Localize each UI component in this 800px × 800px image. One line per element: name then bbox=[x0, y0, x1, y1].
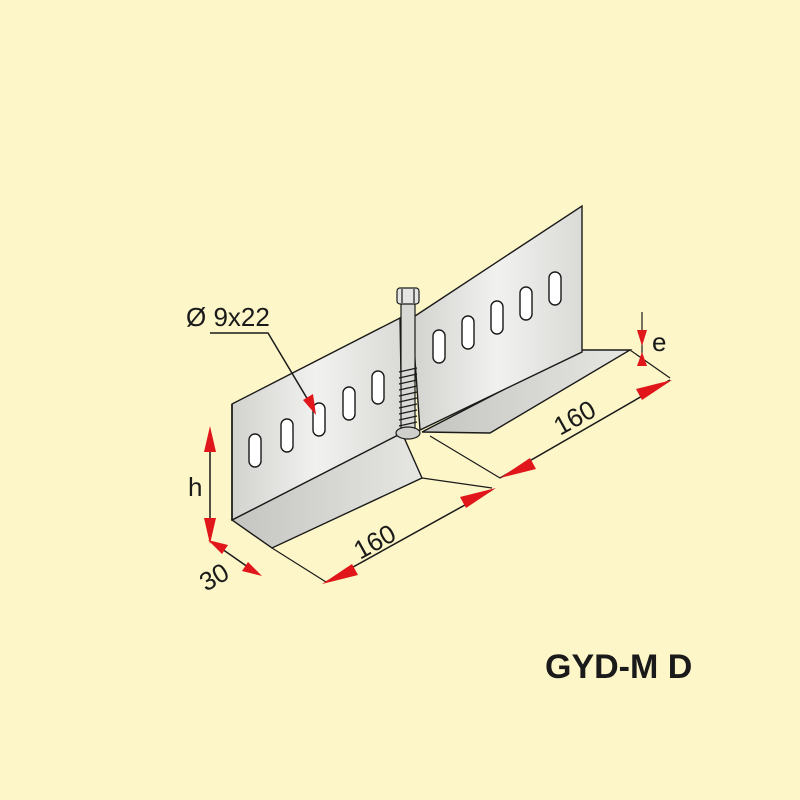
bolt-head bbox=[396, 287, 420, 305]
right-length-label: 160 bbox=[548, 394, 600, 441]
thickness-dimension: e bbox=[637, 312, 666, 366]
slot-hole bbox=[519, 286, 533, 321]
height-label: h bbox=[188, 472, 202, 502]
arrow-head bbox=[460, 488, 496, 508]
arrow-head bbox=[303, 394, 316, 415]
arrow-head bbox=[208, 540, 228, 554]
bolt-nut bbox=[395, 426, 421, 440]
hole-dimension: Ø 9x22 bbox=[186, 302, 316, 415]
slot-hole bbox=[280, 418, 294, 453]
left-length-label: 160 bbox=[348, 518, 400, 565]
slot-hole bbox=[248, 433, 262, 468]
product-code: GYD-M D bbox=[545, 648, 692, 686]
hole-label: Ø 9x22 bbox=[186, 302, 270, 332]
bolt bbox=[395, 287, 421, 440]
slot-hole bbox=[371, 370, 385, 405]
slot-hole bbox=[490, 300, 504, 335]
arrow-head bbox=[637, 330, 647, 346]
slot-hole bbox=[461, 315, 475, 350]
arrow-head bbox=[204, 426, 216, 452]
arrow-head bbox=[204, 518, 216, 544]
base-width-dimension: 30 bbox=[194, 540, 262, 597]
bolt-shank bbox=[400, 301, 416, 435]
right-slots bbox=[432, 271, 562, 364]
arrow-head bbox=[636, 380, 672, 400]
arrow-head bbox=[500, 458, 536, 478]
arrow-head bbox=[242, 562, 262, 576]
bolt-thread bbox=[398, 367, 418, 427]
arrow-head bbox=[322, 564, 358, 584]
slot-hole bbox=[432, 329, 446, 364]
left-slots bbox=[248, 370, 385, 468]
thickness-label: e bbox=[652, 327, 666, 357]
slot-hole bbox=[312, 402, 326, 437]
height-dimension: h bbox=[188, 426, 216, 544]
bracket-left-piece bbox=[230, 316, 423, 549]
base-width-label: 30 bbox=[194, 557, 234, 597]
bracket-right-piece bbox=[411, 204, 633, 434]
slot-hole bbox=[548, 271, 562, 306]
slot-hole bbox=[342, 386, 356, 421]
arrow-head bbox=[637, 352, 647, 366]
